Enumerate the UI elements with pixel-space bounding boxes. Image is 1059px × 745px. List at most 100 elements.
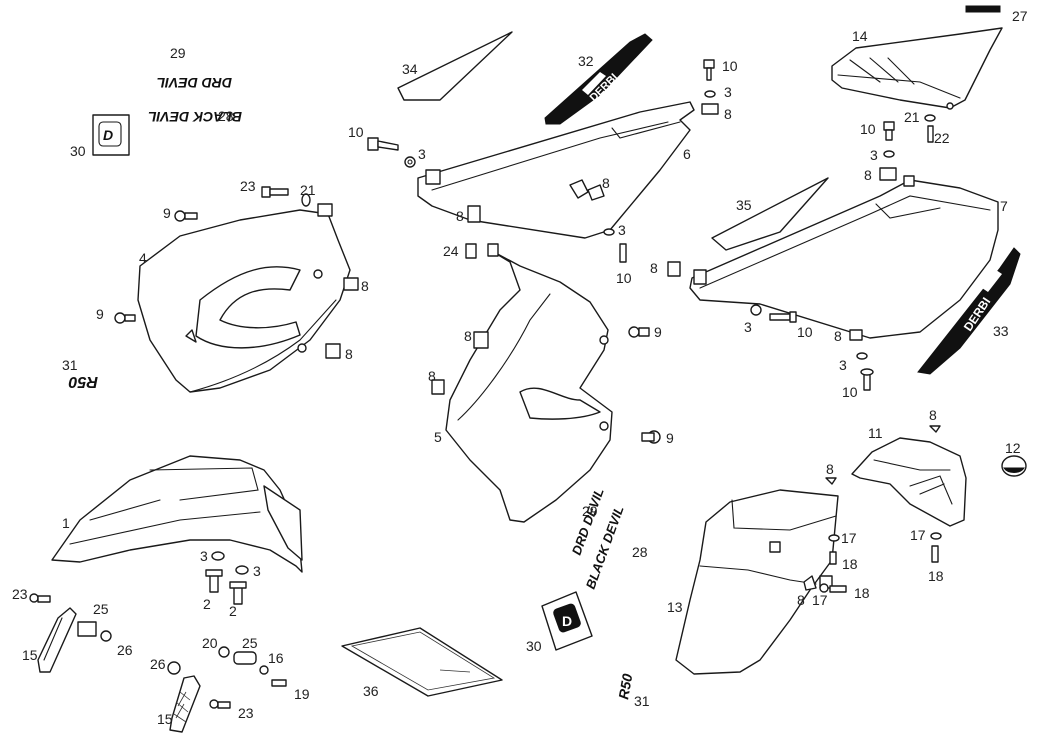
callout-25: 25 (242, 635, 258, 651)
callout-8: 8 (456, 208, 464, 224)
callout-9: 9 (163, 205, 171, 221)
callout-8: 8 (602, 175, 610, 191)
hardware-near-5 (431, 228, 681, 444)
callout-6: 6 (683, 146, 691, 162)
hardware-near-4 (114, 186, 359, 359)
part-34-decal (397, 31, 513, 101)
callout-1: 1 (62, 515, 70, 531)
callout-29: 29 (582, 503, 598, 519)
callout-35: 35 (736, 197, 752, 213)
callout-2: 2 (203, 596, 211, 612)
callout-9: 9 (666, 430, 674, 446)
callout-8: 8 (797, 592, 805, 608)
callout-8: 8 (929, 407, 937, 423)
part-1-front-mudguard (51, 455, 303, 573)
callout-18: 18 (842, 556, 858, 572)
callout-8: 8 (834, 328, 842, 344)
callout-10: 10 (797, 324, 813, 340)
callout-8: 8 (345, 346, 353, 362)
decal-r50-left: R50 (69, 373, 98, 390)
callout-7: 7 (1000, 198, 1008, 214)
part-14-tail-cover (831, 27, 1003, 110)
callout-19: 19 (294, 686, 310, 702)
svg-text:DRD DEVIL: DRD DEVIL (157, 75, 232, 91)
callout-28: 28 (218, 108, 234, 124)
callout-8: 8 (428, 368, 436, 384)
svg-text:D: D (103, 127, 113, 143)
callout-16: 16 (268, 650, 284, 666)
callout-10: 10 (722, 58, 738, 74)
part-12-reflector (1001, 455, 1027, 477)
callout-30: 30 (526, 638, 542, 654)
callout-23: 23 (12, 586, 28, 602)
callout-8: 8 (464, 328, 472, 344)
hardware-clamp (218, 646, 287, 687)
svg-text:D: D (562, 613, 572, 629)
decal-black-devil-top: BLACK DEVIL (148, 109, 242, 125)
callout-30: 30 (70, 143, 86, 159)
callout-9: 9 (654, 324, 662, 340)
callout-14: 14 (852, 28, 868, 44)
hardware-near-13 (803, 477, 942, 593)
callout-13: 13 (667, 599, 683, 615)
callout-8: 8 (724, 106, 732, 122)
callout-10: 10 (616, 270, 632, 286)
decal-drd-devil-top: DRD DEVIL (157, 75, 232, 91)
decal-d-logo-bottom: D (541, 591, 593, 651)
callout-21: 21 (904, 109, 920, 125)
callout-8: 8 (864, 167, 872, 183)
callout-3: 3 (870, 147, 878, 163)
callout-2: 2 (229, 603, 237, 619)
callout-3: 3 (839, 357, 847, 373)
part-15-hose-guide-b (167, 661, 231, 733)
callout-labels: 29 28 30 31 34 32 10 3 8 10 3 6 8 8 14 2… (12, 8, 1028, 727)
callout-3: 3 (618, 222, 626, 238)
callout-36: 36 (363, 683, 379, 699)
callout-3: 3 (724, 84, 732, 100)
callout-5: 5 (434, 429, 442, 445)
bolt-10-a (367, 137, 416, 168)
part-5-fairing (445, 243, 613, 523)
callout-8: 8 (826, 461, 834, 477)
callout-34: 34 (402, 61, 418, 77)
callout-29: 29 (170, 45, 186, 61)
callout-3: 3 (200, 548, 208, 564)
callout-10: 10 (842, 384, 858, 400)
callout-25: 25 (93, 601, 109, 617)
callout-3: 3 (418, 146, 426, 162)
callout-17: 17 (910, 527, 926, 543)
part-35-decal (711, 177, 829, 251)
bolt-10-c (879, 114, 936, 181)
callout-20: 20 (202, 635, 218, 651)
callout-8: 8 (650, 260, 658, 276)
callout-3: 3 (744, 319, 752, 335)
part-7-rear-panel (689, 175, 999, 339)
part-36-film (341, 627, 503, 697)
callout-24: 24 (443, 243, 459, 259)
callout-23: 23 (240, 178, 256, 194)
hardware-near-1 (29, 551, 249, 605)
callout-11: 11 (868, 425, 883, 441)
svg-text:R50: R50 (69, 373, 98, 390)
part-27-decal (965, 5, 1001, 13)
part-15-hose-guide-a (37, 607, 112, 673)
callout-27: 27 (1012, 8, 1028, 24)
callout-8: 8 (361, 278, 369, 294)
callout-3: 3 (253, 563, 261, 579)
part-13-rear-mudguard (675, 489, 839, 675)
callout-17: 17 (841, 530, 857, 546)
callout-22: 22 (934, 130, 950, 146)
callout-15: 15 (157, 711, 173, 727)
part-32-stripe: DERBI (544, 33, 653, 125)
callout-10: 10 (348, 124, 364, 140)
callout-10: 10 (860, 121, 876, 137)
callout-33: 33 (993, 323, 1009, 339)
part-4-left-cover (137, 203, 351, 393)
svg-text:BLACK DEVIL: BLACK DEVIL (148, 109, 242, 125)
callout-32: 32 (578, 53, 594, 69)
callout-12: 12 (1005, 440, 1021, 456)
callout-18: 18 (928, 568, 944, 584)
callout-26: 26 (117, 642, 133, 658)
